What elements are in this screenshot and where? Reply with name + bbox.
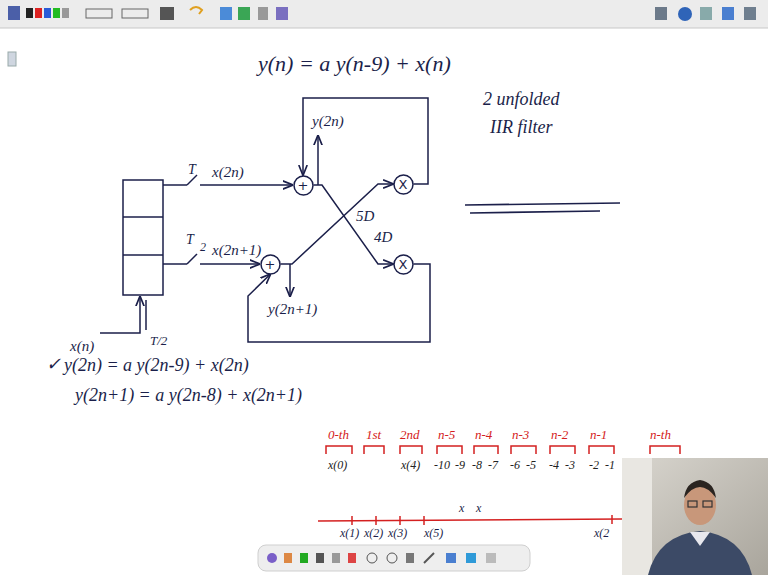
note-text: IIR filter: [490, 118, 552, 138]
sample-mark: x: [476, 502, 481, 515]
switch-label: 2: [200, 241, 206, 254]
index-label: n-2: [551, 428, 568, 442]
adder-circle: +: [260, 254, 281, 275]
bottom-toolbar: [258, 545, 530, 571]
signal-name: x(2n+1): [212, 242, 261, 259]
note-underline: [465, 203, 620, 213]
index-label: n-th: [650, 428, 671, 442]
index-label: 1st: [366, 428, 381, 442]
sample-label: x(5): [424, 527, 443, 540]
sample-label: x(2: [594, 527, 609, 540]
time-offset: -2: [589, 459, 599, 472]
note-text: 2 unfolded: [483, 90, 560, 110]
multiplier-circle: X: [393, 254, 414, 275]
time-offset: -9: [455, 459, 465, 472]
index-label: 0-th: [328, 428, 349, 442]
time-offset: -6: [510, 459, 520, 472]
delay-label: 5D: [356, 208, 374, 225]
time-offset: -10: [434, 459, 450, 472]
operator-symbol: X: [399, 258, 408, 271]
sample-label: x(4): [401, 459, 420, 472]
index-label: n-4: [475, 428, 492, 442]
equation: y(2n+1) = a y(2n-8) + x(2n+1): [75, 386, 302, 406]
signal-name: x(2n): [212, 164, 244, 181]
operator-symbol: +: [265, 258, 276, 271]
feedback-connector: [248, 264, 430, 342]
index-label: n-3: [512, 428, 529, 442]
check-mark: ✓: [46, 355, 61, 375]
equation: y(2n) = a y(2n-9) + x(2n): [64, 356, 249, 376]
sample-label: x(1): [340, 527, 359, 540]
top-toolbar: [0, 0, 768, 28]
serial-parallel-converter: [100, 136, 318, 333]
clock-label: T/2: [150, 334, 167, 348]
signal-name: x(n): [70, 338, 94, 355]
signal-name: y(2n+1): [268, 301, 317, 318]
switch-label: T: [186, 232, 194, 247]
time-offset: -5: [526, 459, 536, 472]
delay-label: 4D: [374, 229, 392, 246]
time-offset: -8: [472, 459, 482, 472]
sample-label: x(2): [364, 527, 383, 540]
sample-label: x(0): [328, 459, 347, 472]
feedback-connector: [281, 184, 393, 264]
time-offset: -3: [565, 459, 575, 472]
equation-heading: y(n) = a y(n-9) + x(n): [258, 52, 451, 76]
feedback-connector: [303, 98, 428, 184]
index-label: 2nd: [400, 428, 420, 442]
webcam-overlay: [622, 458, 768, 575]
page-indicator: [8, 52, 16, 66]
operator-symbol: +: [298, 179, 309, 192]
adder-circle: +: [293, 175, 314, 196]
signal-name: y(2n): [312, 113, 344, 130]
index-label: n-1: [590, 428, 607, 442]
sample-mark: x: [459, 502, 464, 515]
operator-symbol: X: [399, 178, 408, 191]
time-offset: -7: [488, 459, 498, 472]
switch-label: T: [188, 162, 196, 177]
time-offset: -4: [549, 459, 559, 472]
index-label: n-5: [438, 428, 455, 442]
feedback-connector: [314, 185, 393, 264]
multiplier-circle: X: [393, 174, 414, 195]
time-offset: -1: [605, 459, 615, 472]
sample-label: x(3): [388, 527, 407, 540]
